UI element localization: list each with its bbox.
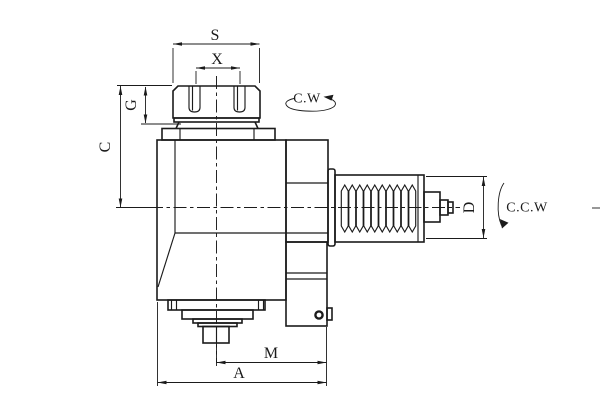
dim-x-label: X [211, 51, 223, 68]
main-body [156, 139, 287, 301]
ccw-label: C.C.W [506, 201, 548, 216]
dim-s-label: S [211, 27, 220, 44]
dimension-c: C [97, 86, 156, 208]
dim-d-label: D [461, 202, 478, 214]
a-arrow-left [157, 380, 167, 385]
dim-g-label: G [123, 99, 140, 111]
shank-end-boss [423, 191, 441, 223]
x-arrow-left [196, 66, 205, 70]
d-arrow-bottom [481, 229, 486, 238]
m-arrow-right [317, 360, 327, 365]
dimension-s: S [172, 27, 260, 83]
dim-c-label: C [97, 142, 114, 153]
spanner-slot-left [188, 86, 201, 113]
centerlines [150, 76, 460, 363]
collet-nut-taper [175, 121, 259, 129]
top-boss [161, 127, 276, 141]
body-chamfer-edge [157, 232, 176, 288]
collet-nut [172, 85, 261, 129]
lower-right-block [285, 241, 333, 327]
s-arrow-right [250, 42, 260, 46]
shank-serrations [340, 184, 417, 233]
spanner-slot-right [233, 86, 246, 113]
bottom-spindle [167, 299, 266, 344]
collet-nut-body [172, 85, 261, 119]
dimension-m: M [216, 327, 327, 386]
coolant-stud-tip [447, 201, 454, 214]
rotation-ccw: C.C.W [497, 182, 548, 229]
cw-label: C.W [293, 92, 321, 107]
set-screw-hole [314, 310, 324, 320]
g-arrow-bottom [143, 114, 148, 124]
flange [285, 139, 329, 243]
dim-a-label: A [233, 365, 245, 382]
ccw-rotation-arrow-arc [497, 182, 505, 226]
g-arrow-top [143, 86, 148, 96]
side-tab [326, 307, 333, 321]
dimension-x: X [195, 51, 241, 84]
s-arrow-left [173, 42, 182, 46]
dimension-g: G [117, 85, 181, 125]
rotation-cw: C.W [285, 92, 336, 112]
body-outline [156, 139, 287, 301]
c-arrow-bottom [118, 198, 123, 208]
block-outline [285, 241, 328, 327]
flange-outline [285, 139, 329, 243]
dimension-d: D [426, 176, 487, 239]
cw-rotation-arrow-arc [285, 98, 336, 112]
vdi-shank [327, 168, 454, 247]
top-step [161, 127, 276, 141]
m-arrow-left [216, 360, 226, 365]
dim-m-label: M [264, 345, 278, 362]
x-arrow-right [231, 66, 240, 70]
c-arrow-top [118, 86, 123, 95]
ccw-rotation-arrowhead [499, 219, 509, 229]
cw-rotation-arrowhead [323, 94, 334, 101]
bottom-step-2 [181, 309, 254, 320]
d-arrow-top [481, 177, 486, 186]
a-arrow-right [317, 380, 327, 385]
dimension-a: A [157, 302, 327, 386]
collet-nut-rim [173, 117, 260, 123]
